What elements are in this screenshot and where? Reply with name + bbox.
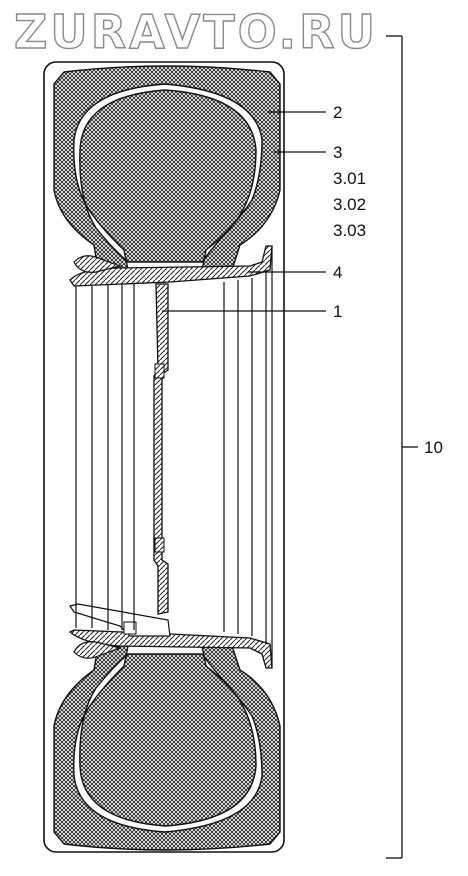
callout-2: 2 (333, 103, 342, 122)
watermark-text: ZURAVTO.RU (14, 5, 378, 59)
wheel-disc (153, 283, 169, 615)
tyre-upper-section (53, 65, 281, 271)
disc-hub-mark-lower (154, 537, 165, 553)
callout-3: 3 (333, 143, 342, 162)
wheel-outline (43, 61, 285, 853)
valve-cap (123, 621, 137, 635)
rim-well-lines (75, 246, 273, 668)
rim-lower-bead (73, 641, 123, 659)
rim-lower (68, 629, 273, 669)
callout-3-02: 3.02 (333, 195, 366, 214)
callout-3-01: 3.01 (333, 169, 366, 188)
disc-hub-mark-upper (154, 363, 165, 379)
callout-3-03: 3.03 (333, 221, 366, 240)
tyre-lower-section (53, 645, 281, 851)
callout-1: 1 (333, 302, 342, 321)
dimension-bracket (386, 35, 418, 859)
rim-upper-bead (73, 255, 123, 273)
callout-10: 10 (424, 438, 443, 457)
callout-4: 4 (333, 263, 342, 282)
callout-leaders (162, 111, 326, 312)
valve (69, 603, 171, 637)
rim-upper (69, 245, 273, 287)
